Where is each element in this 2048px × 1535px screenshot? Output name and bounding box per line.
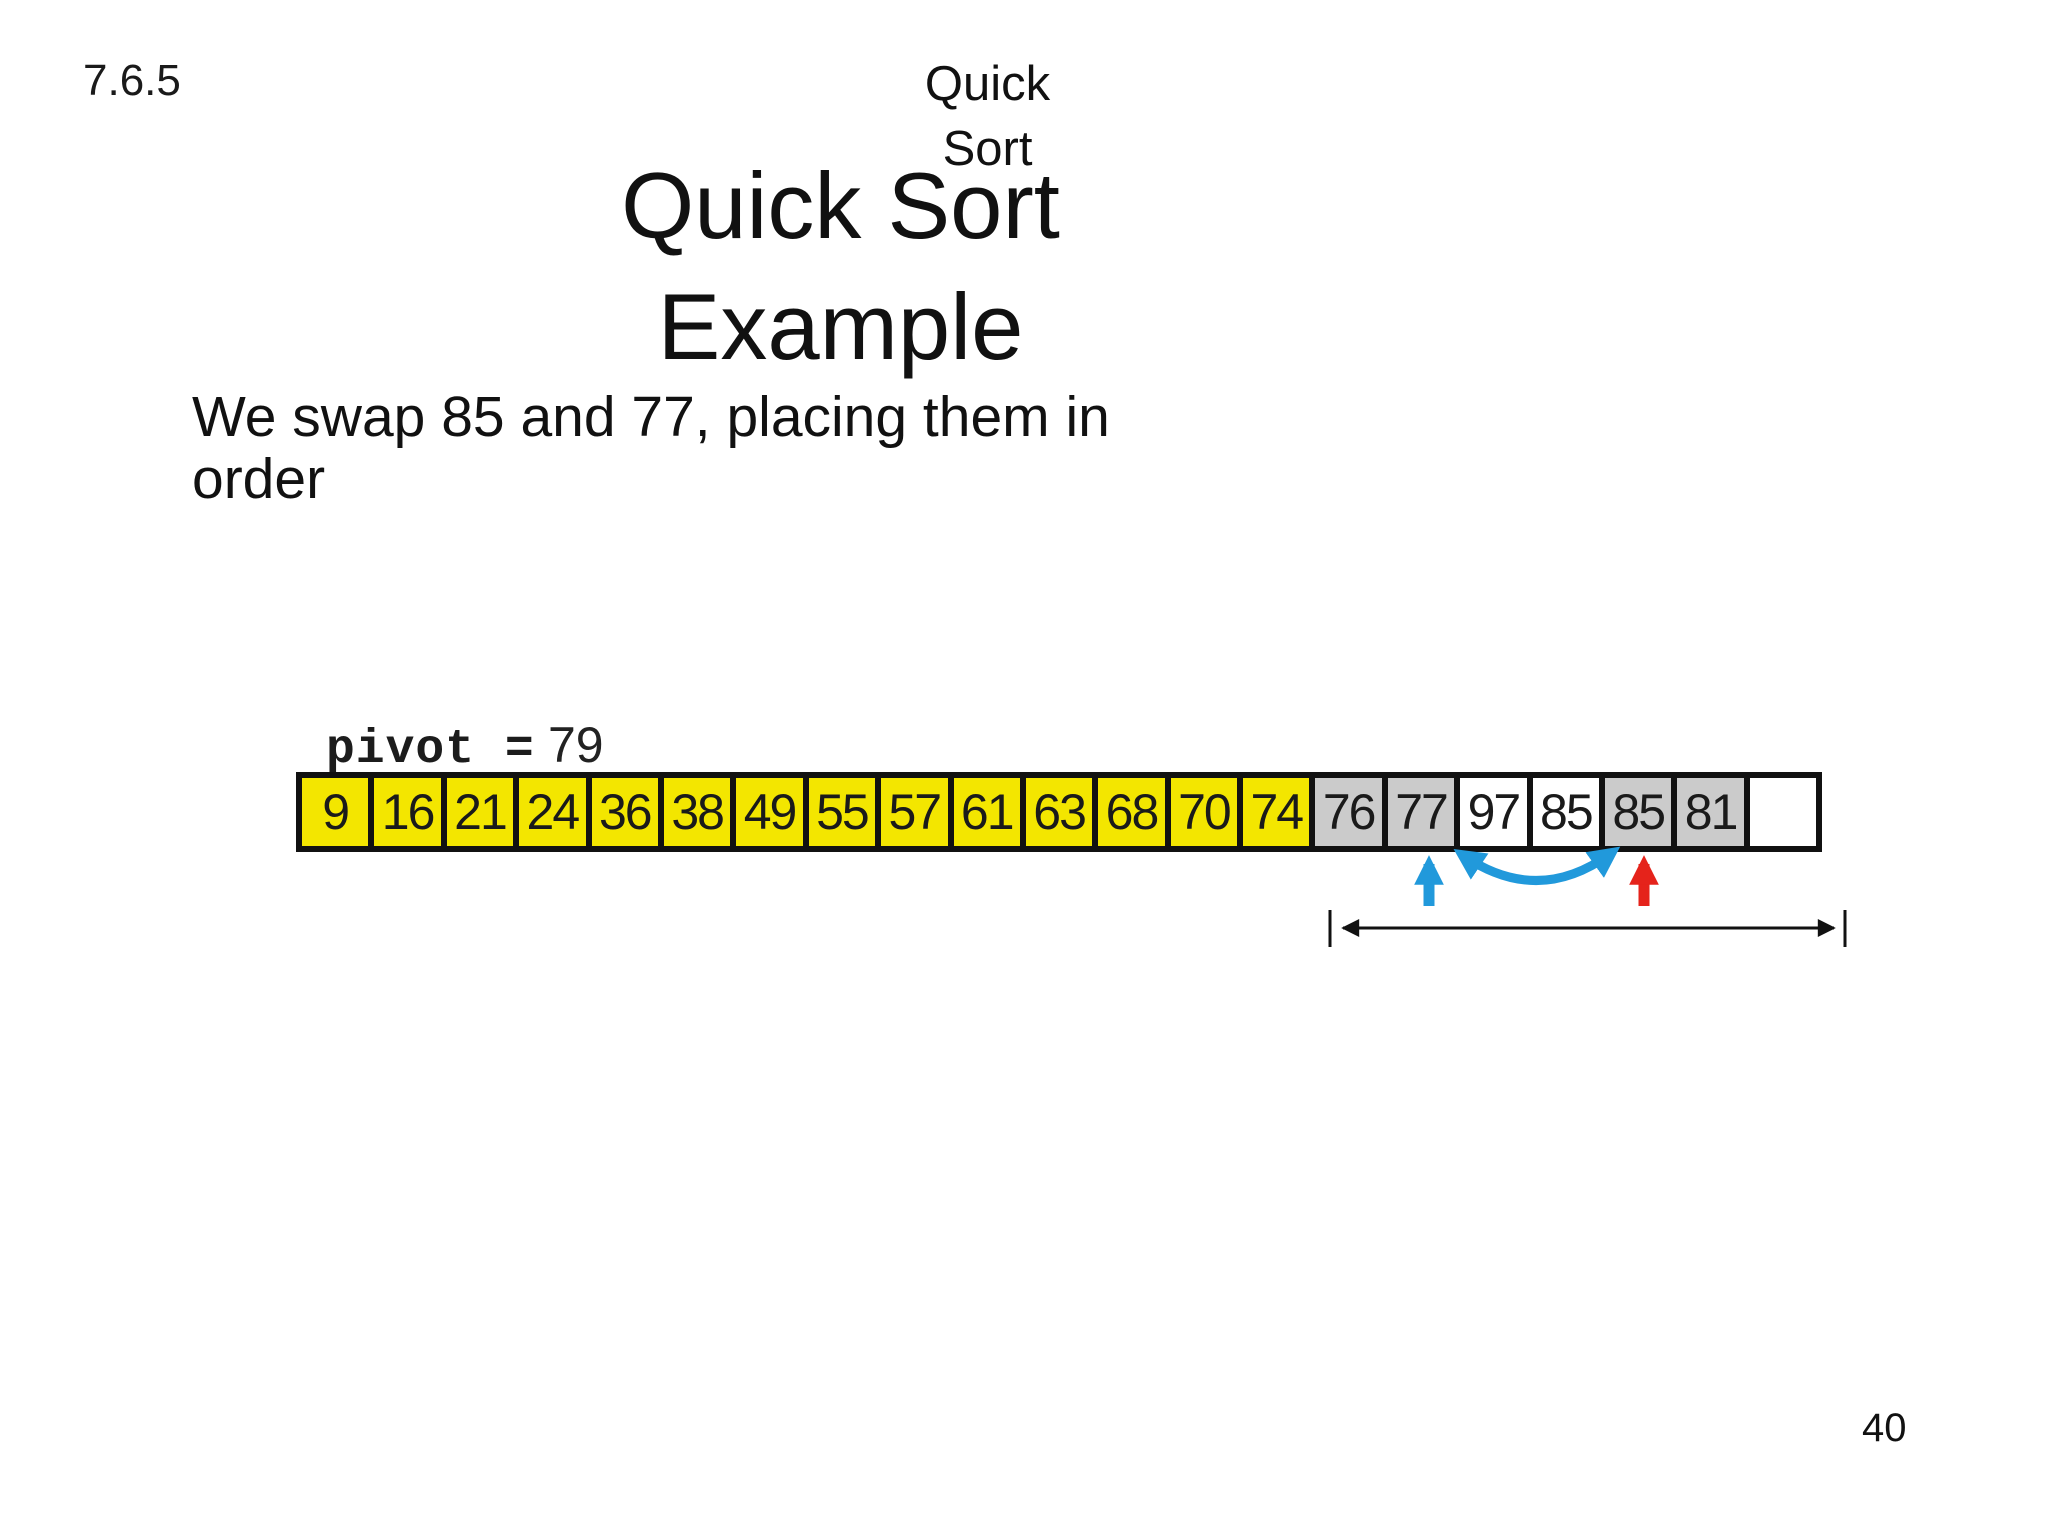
page-title: Quick Sort Example bbox=[338, 145, 1343, 387]
array-cell: 36 bbox=[585, 772, 664, 852]
pivot-keyword: pivot = bbox=[326, 723, 535, 777]
slide-header: Quick Sort bbox=[830, 52, 1145, 182]
pivot-label: pivot = 79 bbox=[326, 716, 604, 777]
array-cell: 81 bbox=[1671, 772, 1750, 852]
array-cell: 74 bbox=[1237, 772, 1316, 852]
array-cell: 68 bbox=[1092, 772, 1171, 852]
body-text-line2: order bbox=[192, 447, 326, 511]
swap-arc-arrow-icon bbox=[1453, 846, 1621, 885]
array-cell: 16 bbox=[368, 772, 447, 852]
array-cell: 9 bbox=[296, 772, 375, 852]
slide-header-line2: Sort bbox=[942, 122, 1033, 176]
array-cell: 55 bbox=[802, 772, 882, 852]
pivot-value: 79 bbox=[547, 717, 604, 773]
array-cell bbox=[1743, 772, 1823, 852]
array-cell: 97 bbox=[1454, 772, 1533, 852]
array-cell: 24 bbox=[513, 772, 592, 852]
array-cell: 38 bbox=[657, 772, 737, 852]
page-title-line1: Quick Sort bbox=[621, 153, 1060, 258]
array-cell: 63 bbox=[1019, 772, 1099, 852]
array-cell: 70 bbox=[1164, 772, 1244, 852]
array-cell: 61 bbox=[947, 772, 1026, 852]
array-cell: 85 bbox=[1526, 772, 1606, 852]
array-cell: 85 bbox=[1599, 772, 1678, 852]
body-text: We swap 85 and 77, placing them in order bbox=[192, 386, 1292, 510]
array-cell: 76 bbox=[1309, 772, 1388, 852]
array-cell: 21 bbox=[440, 772, 520, 852]
body-text-line1: We swap 85 and 77, placing them in bbox=[192, 385, 1110, 449]
page-title-line2: Example bbox=[657, 274, 1024, 379]
page-number: 40 bbox=[1862, 1406, 1907, 1450]
array-cell: 57 bbox=[875, 772, 954, 852]
array-cell: 49 bbox=[730, 772, 809, 852]
slide-header-line1: Quick bbox=[924, 57, 1051, 111]
section-number: 7.6.5 bbox=[83, 56, 181, 105]
array-cell: 77 bbox=[1381, 772, 1461, 852]
